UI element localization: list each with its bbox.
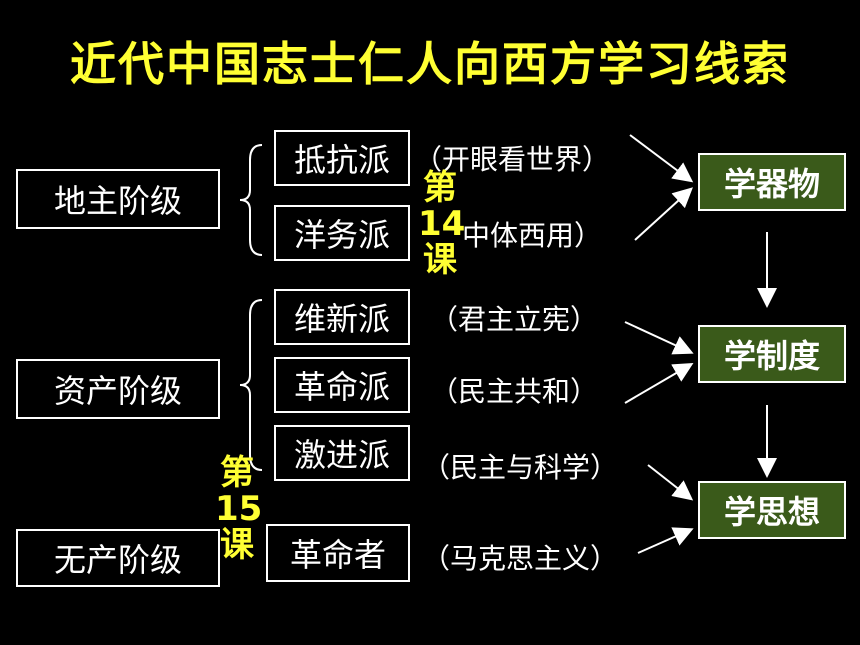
lesson-14-char2: 课	[423, 240, 457, 280]
lesson-15-char2: 课	[220, 525, 254, 565]
stage-objects: 学器物	[698, 153, 846, 211]
arrow-radical	[647, 464, 694, 501]
lesson-15-char1: 第	[220, 453, 254, 493]
idea-reform: （君主立宪）	[430, 303, 599, 336]
faction-revolution: 革命派	[274, 357, 410, 413]
arrow-resist	[629, 134, 694, 183]
class-bourgeois: 资产阶级	[16, 359, 220, 419]
lesson-15-number: 15	[215, 489, 263, 529]
brace-bourgeois	[239, 299, 263, 471]
faction-resist: 抵抗派	[274, 130, 410, 186]
idea-revolution: （民主共和）	[430, 375, 599, 408]
lesson-14-number: 14	[418, 204, 466, 244]
lesson-14-char1: 第	[423, 168, 457, 208]
arrow-revolutionary	[637, 527, 694, 554]
faction-radical: 激进派	[274, 425, 410, 481]
lesson-14-label: 第 14 课	[418, 168, 466, 280]
brace-landlord	[239, 144, 263, 256]
class-proletariat: 无产阶级	[16, 529, 220, 587]
class-landlord: 地主阶级	[16, 169, 220, 229]
idea-resist: （开眼看世界）	[414, 143, 611, 176]
lesson-15-label: 第 15 课	[215, 453, 263, 565]
arrow-reform	[624, 321, 694, 355]
faction-revolutionary: 革命者	[266, 524, 410, 582]
idea-westernization: 中体西用）	[462, 219, 603, 252]
stage-system: 学制度	[698, 325, 846, 383]
page-title: 近代中国志士仁人向西方学习线索	[70, 37, 790, 91]
stage-thought: 学思想	[698, 481, 846, 539]
arrow-westernization	[634, 187, 693, 241]
arrow-revolution	[624, 362, 694, 404]
idea-radical: （民主与科学）	[422, 451, 619, 484]
faction-reform: 维新派	[274, 289, 410, 345]
idea-revolutionary: （马克思主义）	[422, 542, 619, 575]
faction-westernization: 洋务派	[274, 205, 410, 261]
